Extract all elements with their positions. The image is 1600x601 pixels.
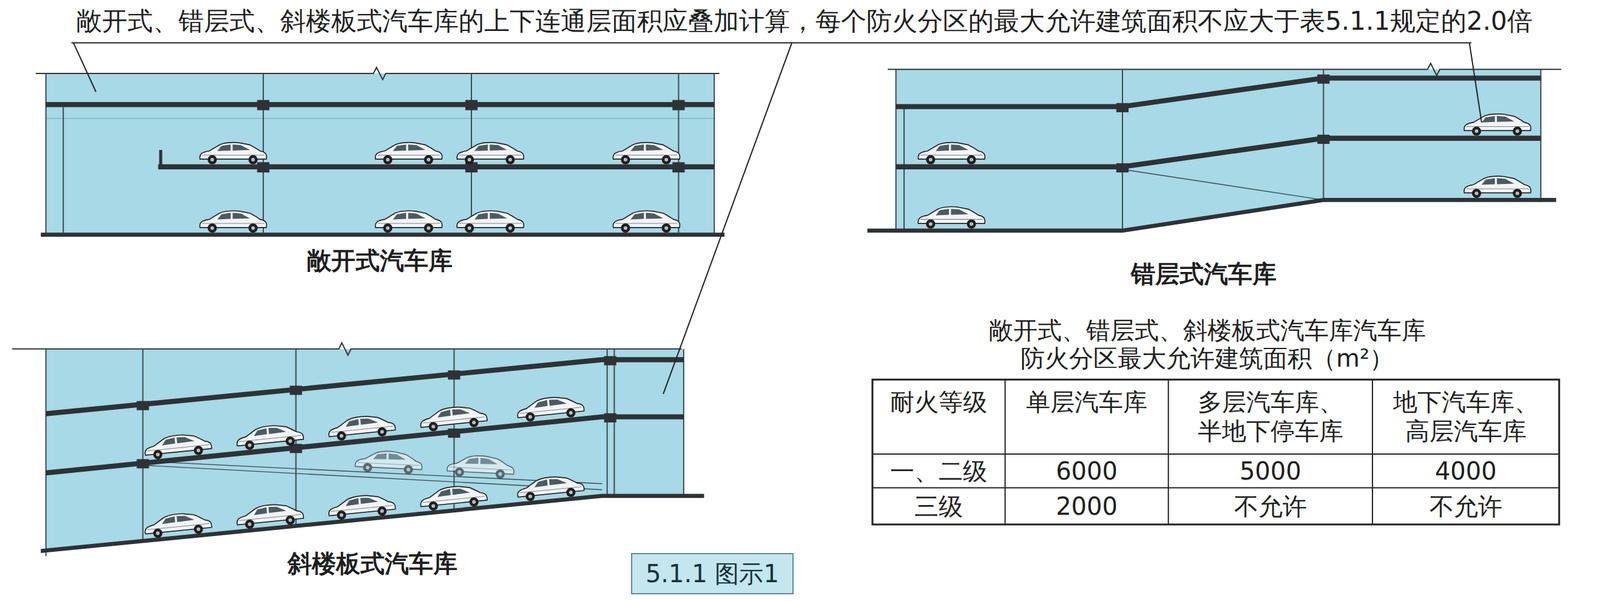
cell-text: 地下汽车库、 高层汽车库 xyxy=(1387,387,1545,446)
car xyxy=(235,501,304,530)
column-lines xyxy=(46,348,684,556)
table-cell: 单层汽车库 xyxy=(1006,381,1168,454)
car xyxy=(143,431,213,460)
car xyxy=(375,210,443,233)
callout-note: 敞开式、错层式、斜楼板式汽车库的上下连通层面积应叠加计算，每个防火分区的最大允许… xyxy=(76,6,1533,37)
column-head xyxy=(672,100,685,111)
car xyxy=(419,482,488,512)
column-lines xyxy=(896,69,1542,233)
car xyxy=(456,210,524,233)
caption-box: 5.1.1 图示1 xyxy=(631,552,794,595)
car xyxy=(612,142,680,165)
column-head xyxy=(1317,74,1330,84)
car xyxy=(918,206,985,229)
table-cell: 不允许 xyxy=(1373,489,1559,524)
cell-text: 5000 xyxy=(1239,456,1302,486)
beam-line xyxy=(46,117,715,119)
open-garage xyxy=(35,67,725,237)
table-cell: 一、二级 xyxy=(873,455,1005,487)
cell-text: 单层汽车库 xyxy=(1026,387,1148,417)
column-head xyxy=(136,401,149,411)
railing-post xyxy=(158,149,163,166)
table-cell: 6000 xyxy=(1006,455,1168,487)
cell-text: 三级 xyxy=(914,491,963,521)
split-level-garage xyxy=(867,63,1562,233)
table-cell: 多层汽车库、 半地下停车库 xyxy=(1169,381,1372,454)
cell-text: 多层汽车库、 半地下停车库 xyxy=(1191,387,1350,446)
car xyxy=(199,142,267,165)
column-head xyxy=(1317,134,1330,144)
table-cell: 三级 xyxy=(873,489,1005,524)
car xyxy=(375,142,443,165)
roof-line xyxy=(35,67,720,80)
table-cell: 5000 xyxy=(1169,455,1372,487)
column-head xyxy=(257,162,270,173)
cell-text: 4000 xyxy=(1434,456,1497,486)
ground-slab xyxy=(867,197,1556,233)
column-head xyxy=(257,100,270,111)
table-title: 敞开式、错层式、斜楼板式汽车库汽车库 防火分区最大允许建筑面积（m²） xyxy=(982,316,1432,372)
table-cell: 地下汽车库、 高层汽车库 xyxy=(1373,381,1559,454)
cell-text: 耐火等级 xyxy=(890,387,988,417)
table-border xyxy=(872,379,1560,525)
car xyxy=(199,210,267,233)
slab xyxy=(46,356,684,416)
car xyxy=(143,510,213,539)
car xyxy=(327,413,397,442)
table-cell: 耐火等级 xyxy=(873,381,1005,454)
car xyxy=(1464,114,1531,136)
ramp-line xyxy=(1122,169,1324,200)
sloped-garage xyxy=(12,342,704,556)
leader-line xyxy=(71,43,1482,394)
table-cell: 2000 xyxy=(1006,489,1168,524)
figure-label: 错层式汽车库 xyxy=(1130,259,1277,289)
roof-line xyxy=(12,342,682,355)
car xyxy=(516,394,585,423)
slab xyxy=(896,75,1542,109)
ghost-car xyxy=(354,449,423,475)
cell-text: 不允许 xyxy=(1234,491,1307,521)
column-head xyxy=(1116,163,1129,173)
car xyxy=(235,422,304,451)
car xyxy=(419,404,488,433)
column-lines xyxy=(46,73,715,235)
column-head xyxy=(604,356,617,366)
car xyxy=(516,473,585,503)
cell-text: 不允许 xyxy=(1429,491,1503,521)
column-head xyxy=(447,370,460,380)
garage-fill xyxy=(46,73,715,235)
car xyxy=(327,492,397,521)
slab xyxy=(896,135,1542,170)
column-head xyxy=(290,385,303,395)
garage-fill xyxy=(896,69,1542,233)
car xyxy=(1464,175,1531,198)
slab xyxy=(158,164,715,170)
column-head xyxy=(1116,103,1129,113)
figure-label: 斜楼板式汽车库 xyxy=(287,548,458,578)
cell-text: 2000 xyxy=(1055,491,1118,521)
figure-label: 敞开式汽车库 xyxy=(307,245,453,275)
column-head xyxy=(672,162,685,173)
cell-text: 一、二级 xyxy=(890,456,988,486)
ghost-car xyxy=(446,453,515,479)
column-head xyxy=(465,100,478,111)
car xyxy=(612,210,680,233)
cell-text: 6000 xyxy=(1055,456,1118,486)
table-grid xyxy=(872,379,1560,525)
car xyxy=(918,142,985,165)
column-head xyxy=(604,413,617,423)
column-head xyxy=(447,428,460,438)
column-head xyxy=(136,458,149,468)
car xyxy=(456,142,524,165)
roof-line xyxy=(887,63,1562,76)
table-cell: 4000 xyxy=(1373,455,1559,487)
ground-slab xyxy=(40,232,725,237)
slab xyxy=(46,101,715,107)
table-cell: 不允许 xyxy=(1169,489,1372,524)
